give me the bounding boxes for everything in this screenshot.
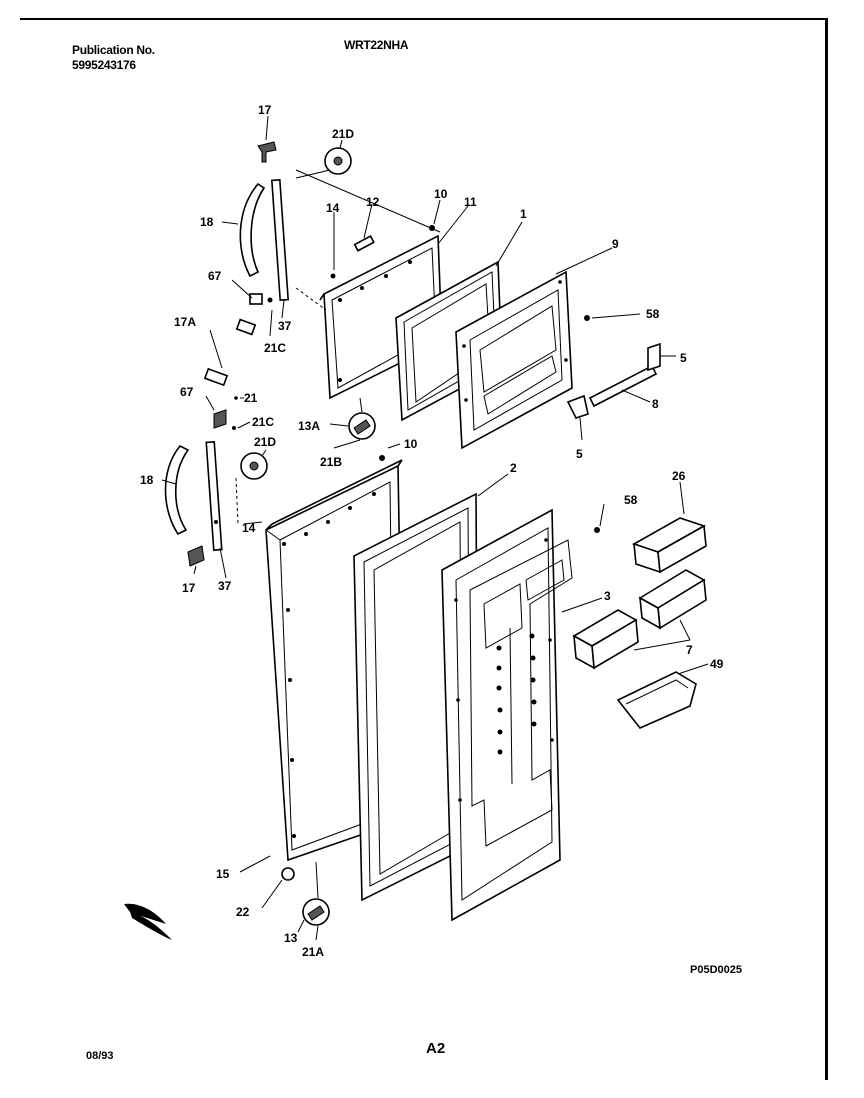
callout-label: 26 xyxy=(672,469,686,483)
callout-label: 58 xyxy=(646,307,660,321)
freezer-handle xyxy=(239,179,290,301)
freezer-door-liner xyxy=(455,270,573,450)
callout-label: 7 xyxy=(686,643,693,657)
callout-label: 17 xyxy=(258,103,272,117)
callout-label: 13A xyxy=(298,419,320,433)
upper-hinge-parts xyxy=(203,141,435,430)
door-bins xyxy=(572,517,707,729)
callout-label: 21A xyxy=(302,945,324,959)
callout-label: 21B xyxy=(320,455,342,469)
callout-label: 12 xyxy=(366,195,380,209)
hinge-cover-13a xyxy=(348,412,376,440)
callout-label: 67 xyxy=(180,385,194,399)
publication-number: 5995243176 xyxy=(72,58,136,72)
callout-label: 18 xyxy=(200,215,214,229)
publication-label: Publication No. xyxy=(72,43,155,57)
callout-label: 37 xyxy=(278,319,292,333)
fresh-food-handle xyxy=(164,440,223,552)
callout-label: 17 xyxy=(182,581,196,595)
callout-label: 18 xyxy=(140,473,154,487)
callout-label: 15 xyxy=(216,867,230,881)
callout-label: 8 xyxy=(652,397,659,411)
page-label: A2 xyxy=(426,1040,446,1057)
callout-label: 14 xyxy=(242,521,256,535)
callout-label: 21C xyxy=(252,415,274,429)
callout-label: 1 xyxy=(520,207,527,221)
callout-label: 58 xyxy=(624,493,638,507)
callout-label: 22 xyxy=(236,905,250,919)
callout-label: 9 xyxy=(612,237,619,251)
bottom-hinge-parts xyxy=(281,861,330,926)
callout-label: 21C xyxy=(264,341,286,355)
callout-label: 13 xyxy=(284,931,298,945)
leader-lines xyxy=(161,115,709,941)
callout-label: 49 xyxy=(710,657,724,671)
callout-label: 17A xyxy=(174,315,196,329)
callout-label: 67 xyxy=(208,269,222,283)
callout-label: 10 xyxy=(404,437,418,451)
model-number: WRT22NHA xyxy=(344,38,409,52)
freezer-door-panel xyxy=(319,234,443,400)
callout-label: 21 xyxy=(244,391,258,405)
callout-label: 11 xyxy=(464,195,477,209)
callout-label: 2 xyxy=(510,461,517,475)
callout-label: 3 xyxy=(604,589,611,603)
diagram-code: P05D0025 xyxy=(690,964,742,976)
callout-label: 14 xyxy=(326,201,340,215)
decorative-mark xyxy=(124,903,172,940)
callout-labels: 17 21D 10 11 12 14 1 9 18 67 37 21C 58 5… xyxy=(140,103,724,959)
lower-hinge-parts xyxy=(187,452,268,567)
page-border xyxy=(20,18,828,1080)
callout-label: 5 xyxy=(680,351,687,365)
callout-label: 37 xyxy=(218,579,232,593)
fresh-food-door-liner xyxy=(441,508,573,922)
freezer-door-shelf-rail xyxy=(566,315,661,419)
callout-label: 21D xyxy=(254,435,276,449)
callout-label: 21D xyxy=(332,127,354,141)
callout-label: 5 xyxy=(576,447,583,461)
callout-label: 10 xyxy=(434,187,448,201)
footer-date: 08/93 xyxy=(86,1050,114,1062)
